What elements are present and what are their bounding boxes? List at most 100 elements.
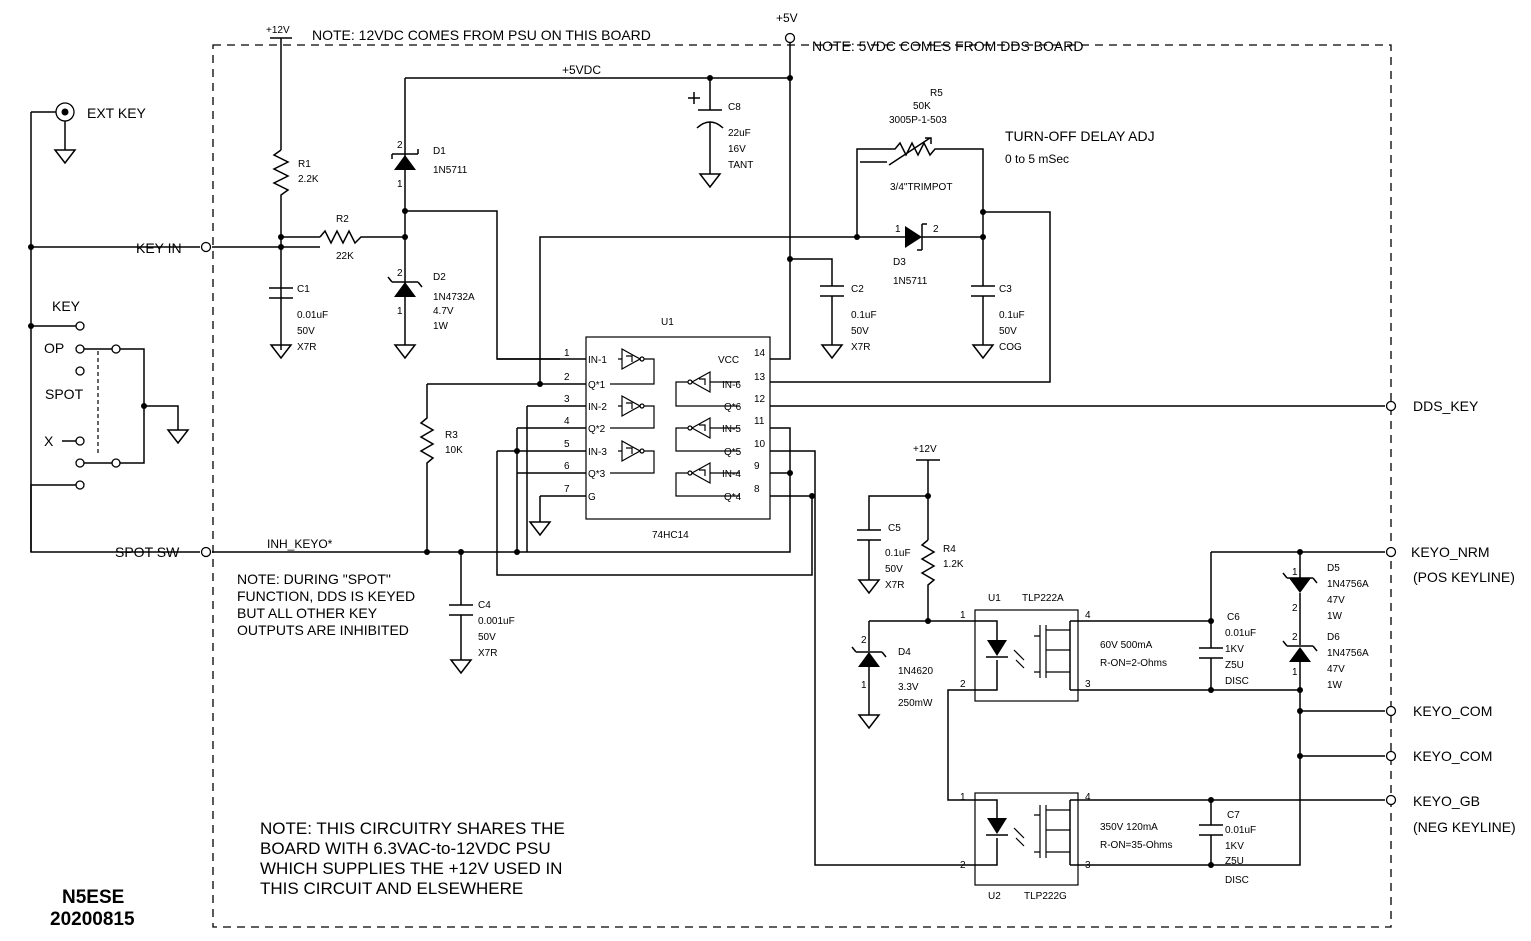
r4-resistor (920, 539, 936, 621)
d5-ref: D5 (1327, 563, 1340, 574)
d4-power: 250mW (898, 698, 933, 709)
r5-ref: R5 (930, 88, 943, 99)
opto2-body (974, 792, 1079, 886)
c8-type: TANT (728, 160, 753, 171)
u1-pin-14: 14 (754, 348, 766, 359)
c6-type: DISC (1225, 676, 1249, 687)
spot-switch (28, 321, 200, 553)
note-shares-3: WHICH SUPPLIES THE +12V USED IN (260, 859, 562, 878)
opto2-part: TLP222G (1024, 891, 1067, 902)
c6-voltage: 1KV (1225, 644, 1244, 655)
opto2-pin4: 4 (1085, 792, 1091, 803)
d2-pin1: 1 (397, 306, 403, 317)
d5-power: 1W (1327, 611, 1343, 622)
c6-dielectric: Z5U (1225, 660, 1244, 671)
u1-pin-5: 5 (564, 439, 570, 450)
junction (1297, 687, 1303, 693)
u1-pin-6-name: Q*3 (588, 469, 606, 480)
junction (402, 234, 408, 240)
d2-ref: D2 (433, 272, 446, 283)
c2-dielectric: X7R (851, 342, 870, 353)
v12-opto-rail (916, 459, 940, 540)
junction (424, 549, 430, 555)
d3-in-wire (539, 236, 905, 384)
d6-pin1: 1 (1292, 667, 1298, 678)
c3-capacitor (971, 237, 995, 345)
c1-capacitor (269, 287, 293, 360)
c5-ref: C5 (888, 523, 901, 534)
opto1-ref: U1 (988, 593, 1001, 604)
c1-dielectric: X7R (297, 342, 316, 353)
board-outline (212, 44, 1392, 928)
opto2-spec-1: 350V 120mA (1100, 822, 1158, 833)
r5-part: 3005P-1-503 (889, 115, 947, 126)
d1-pin1: 1 (397, 179, 403, 190)
dds-key-terminal (1385, 400, 1397, 412)
opto1-pin4: 4 (1085, 610, 1091, 621)
u1-pin-13-name: IN-6 (722, 380, 741, 391)
u1-pin-10: 10 (754, 439, 766, 450)
key-label: KEY (52, 298, 81, 314)
v5dc-label: +5VDC (562, 63, 601, 77)
c2-ref: C2 (851, 284, 864, 295)
r2-ref: R2 (336, 214, 349, 225)
opto1-spec-2: R-ON=2-Ohms (1100, 658, 1167, 669)
opto1-pin3: 3 (1085, 679, 1091, 690)
c5-voltage: 50V (885, 564, 903, 575)
note-delay-range: 0 to 5 mSec (1005, 152, 1069, 166)
u1-pin-9-name: IN-4 (722, 469, 741, 480)
junction (28, 244, 34, 250)
q5-wire (770, 450, 975, 866)
junction (1208, 687, 1214, 693)
note-psu: NOTE: 12VDC COMES FROM PSU ON THIS BOARD (312, 27, 651, 43)
d6-zener (1282, 640, 1318, 835)
u1-part: 74HC14 (652, 530, 689, 541)
note-spot-1: NOTE: DURING "SPOT" (237, 571, 391, 587)
keyo-nrm-terminal (1385, 546, 1397, 558)
d1-diode (391, 149, 419, 170)
note-spot-3: BUT ALL OTHER KEY (237, 605, 378, 621)
u1-pin-6: 6 (564, 461, 570, 472)
c2-value: 0.1uF (851, 310, 877, 321)
inh-keyo-label: INH_KEYO* (267, 537, 333, 551)
keyo-com-wires (1300, 710, 1385, 757)
op-label: OP (44, 340, 64, 356)
u1-pin-4-name: Q*2 (588, 424, 606, 435)
opto2-pin1: 1 (960, 792, 966, 803)
author-callsign: N5ESE (62, 887, 124, 908)
u1-pin-3-name: IN-2 (588, 402, 607, 413)
u1-pin-2-name: Q*1 (588, 380, 606, 391)
d4-ref: D4 (898, 647, 911, 658)
d4-part: 1N4620 (898, 666, 933, 677)
pos-keyline-label: (POS KEYLINE) (1413, 569, 1515, 585)
c6-capacitor (1199, 552, 1223, 690)
opto1-output-wires (1078, 620, 1300, 691)
c2-ground (820, 344, 844, 360)
note-dds: NOTE: 5VDC COMES FROM DDS BOARD (812, 38, 1083, 54)
d3-pin2: 2 (933, 224, 939, 235)
d6-voltage: 47V (1327, 664, 1345, 675)
c2-voltage: 50V (851, 326, 869, 337)
d1-pin2: 2 (397, 140, 403, 151)
v5-rail (770, 43, 791, 360)
d3-pin1: 1 (895, 224, 901, 235)
d4-pin1: 1 (861, 680, 867, 691)
d4-pin2: 2 (861, 635, 867, 646)
u1-ground (528, 496, 552, 537)
c3-dielectric: COG (999, 342, 1022, 353)
keyo-gb-label: KEYO_GB (1413, 793, 1480, 809)
c4-ref: C4 (478, 600, 491, 611)
junction (854, 234, 860, 240)
u1-pin-7-name: G (588, 492, 596, 503)
opto1-part: TLP222A (1022, 593, 1064, 604)
r4-value: 1.2K (943, 559, 964, 570)
r4-ref: R4 (943, 544, 956, 555)
trimpot-label: 3/4"TRIMPOT (890, 182, 952, 193)
keyo-com-label-2: KEYO_COM (1413, 748, 1492, 764)
junction (1208, 862, 1214, 868)
author-date: 20200815 (50, 909, 135, 930)
d2-part: 1N4732A (433, 292, 475, 303)
c3-ground (971, 344, 995, 360)
dds-key-label: DDS_KEY (1413, 398, 1479, 414)
ext-key-label: EXT KEY (87, 105, 147, 121)
